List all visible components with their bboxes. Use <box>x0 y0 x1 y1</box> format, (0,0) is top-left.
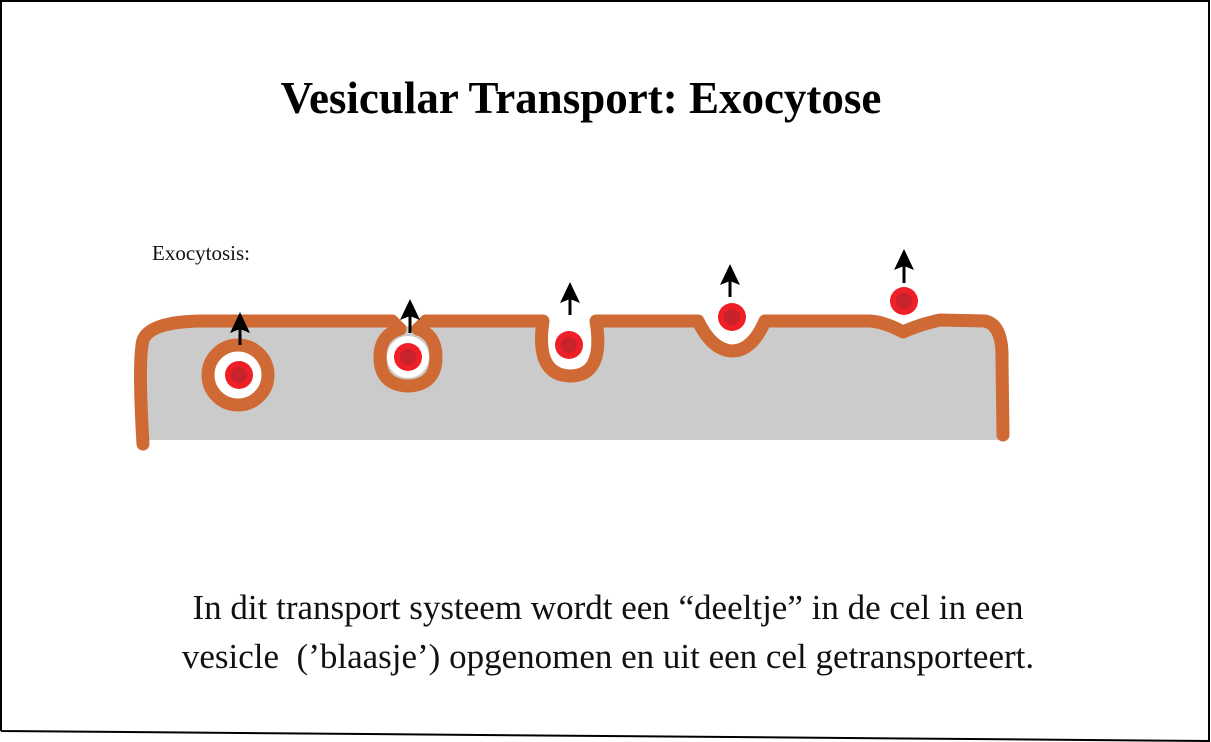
particle-core <box>231 367 247 383</box>
caption: In dit transport systeem wordt een “deel… <box>0 583 1211 681</box>
caption-line-2: vesicle (’blaasje’) opgenomen en uit een… <box>181 637 1035 676</box>
cytoplasm <box>146 326 1003 440</box>
arrow-up-icon <box>230 312 250 345</box>
arrow-up-icon <box>560 282 580 315</box>
arrows <box>230 249 914 345</box>
particle-core <box>896 293 912 309</box>
arrow-up-icon <box>894 249 914 283</box>
particles <box>225 287 918 389</box>
particle-core <box>724 309 740 325</box>
arrow-up-icon <box>720 264 740 297</box>
page-title: Vesicular Transport: Exocytose <box>280 73 882 123</box>
caption-line-1: In dit transport systeem wordt een “deel… <box>192 588 1024 627</box>
diagram-label: Exocytosis: <box>152 241 250 265</box>
cell-membrane <box>134 313 1010 451</box>
particle-core <box>400 349 416 365</box>
particle-core <box>561 337 577 353</box>
arrow-up-icon <box>400 299 420 333</box>
